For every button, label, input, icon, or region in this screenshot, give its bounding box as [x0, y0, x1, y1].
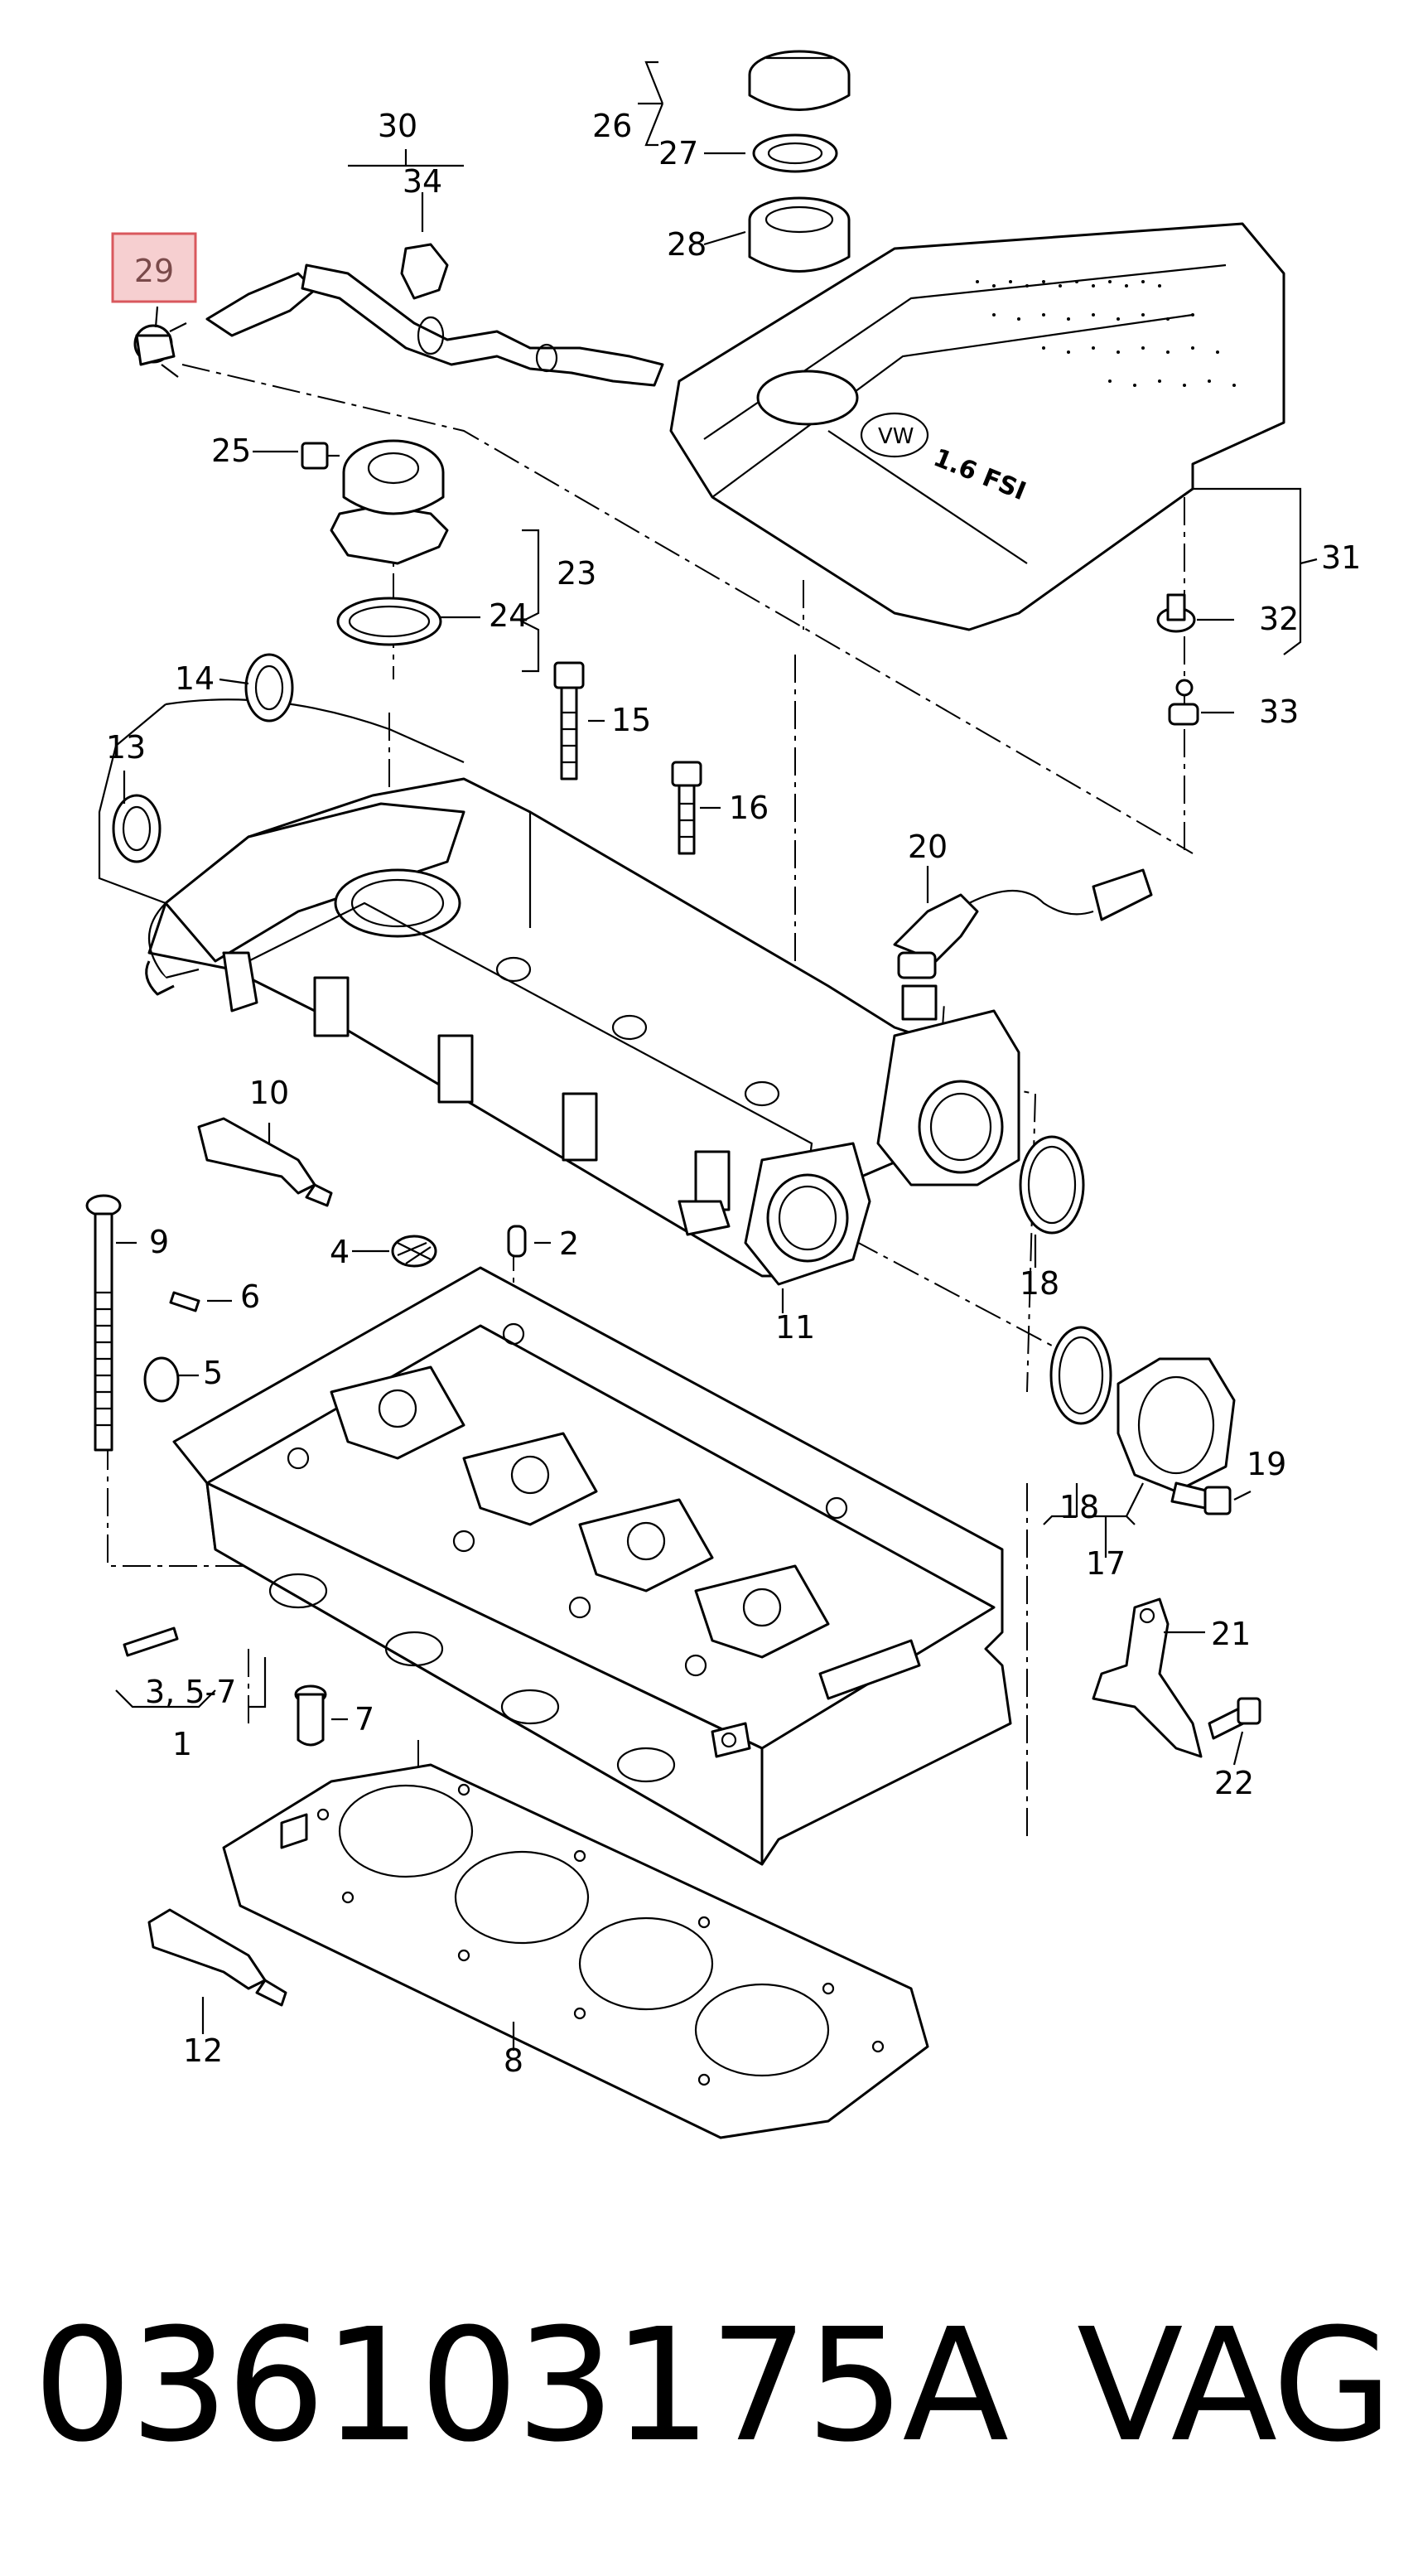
clip	[400, 243, 449, 300]
callout-13: 13	[106, 729, 146, 766]
head-gasket	[222, 1763, 929, 2139]
pin-6	[169, 1291, 200, 1312]
callout-5: 5	[203, 1355, 223, 1391]
filler-neck	[748, 196, 851, 273]
parts-diagram: VW 1.6 FSI	[85, 50, 1362, 2139]
callout-3: 3, 5-7	[145, 1674, 236, 1710]
callout-29-highlight	[111, 232, 197, 303]
brand-name: VAG	[1077, 2295, 1393, 2477]
bolt-15	[553, 661, 585, 781]
valve-housing	[330, 439, 449, 565]
intake-manifold	[98, 698, 1020, 1286]
valve-seal	[336, 597, 442, 646]
callout-18a: 18	[1020, 1265, 1059, 1302]
callout-2: 2	[559, 1225, 579, 1262]
callout-19: 19	[1247, 1446, 1286, 1482]
mesh-4	[391, 1235, 437, 1268]
callout-16: 16	[729, 790, 769, 826]
plug-7	[294, 1684, 327, 1747]
callout-4: 4	[330, 1234, 350, 1270]
callout-1: 1	[172, 1726, 192, 1762]
seal-5	[143, 1356, 180, 1403]
valve-screw	[301, 442, 340, 470]
callout-27: 27	[658, 135, 698, 172]
callout-21: 21	[1211, 1616, 1251, 1652]
callout-18b: 18	[1059, 1489, 1099, 1525]
callout-22: 22	[1214, 1765, 1254, 1801]
cover-pin	[1168, 679, 1199, 726]
grommet	[1156, 593, 1196, 633]
callout-28: 28	[667, 226, 707, 263]
cover-texture	[976, 280, 1236, 387]
sender	[893, 868, 1153, 1021]
callout-17: 17	[1086, 1545, 1126, 1582]
cover-logo-text: VW	[878, 424, 914, 449]
callout-30: 30	[378, 108, 417, 144]
leader-lines	[115, 60, 1318, 2051]
oil-filler-cap	[748, 50, 851, 111]
sealant-tube-10	[197, 1117, 333, 1207]
seal-14	[244, 653, 294, 723]
o-ring-18b	[1049, 1326, 1112, 1425]
stud-3	[123, 1626, 179, 1657]
dowel-pin-2	[507, 1225, 527, 1258]
callout-20: 20	[908, 829, 948, 865]
callout-32: 32	[1259, 601, 1299, 637]
callout-7: 7	[354, 1701, 374, 1737]
callout-31: 31	[1321, 539, 1361, 576]
callout-23: 23	[557, 555, 596, 592]
flange-cover	[1117, 1357, 1236, 1493]
part-number: 036103175A	[33, 2295, 1009, 2477]
part-caption: 036103175A VAG	[17, 2303, 1408, 2469]
head-bolt	[85, 1194, 122, 1452]
o-ring-18a	[1019, 1135, 1085, 1235]
callout-34: 34	[403, 163, 442, 200]
callout-14: 14	[175, 660, 215, 697]
bolt-22	[1208, 1697, 1261, 1740]
pressure-regulating-valve	[133, 322, 187, 378]
filler-seal	[752, 133, 838, 173]
callout-8: 8	[504, 2042, 523, 2079]
callout-6: 6	[240, 1278, 260, 1315]
screw-19	[1170, 1481, 1232, 1515]
callout-10: 10	[249, 1075, 289, 1111]
callout-15: 15	[611, 702, 651, 738]
callout-labels: 1 2 3, 5-7 4 5 6 7 8 9 10 11 12 13 14 15…	[106, 108, 1362, 2079]
callout-33: 33	[1259, 694, 1299, 730]
callout-9: 9	[149, 1224, 169, 1260]
callout-29: 29	[134, 253, 174, 289]
callout-12: 12	[183, 2032, 223, 2069]
callout-26: 26	[592, 108, 632, 144]
callout-24: 24	[489, 597, 528, 634]
sealant-tube-12	[147, 1908, 287, 2007]
bracket	[1092, 1597, 1203, 1758]
cylinder-head	[172, 1266, 1012, 1866]
seal-13	[112, 794, 162, 863]
bolt-16	[671, 761, 702, 855]
engine-cover: VW 1.6 FSI	[669, 222, 1285, 631]
breather-hose	[205, 263, 664, 387]
callout-25: 25	[211, 433, 251, 469]
callout-11: 11	[775, 1309, 815, 1346]
